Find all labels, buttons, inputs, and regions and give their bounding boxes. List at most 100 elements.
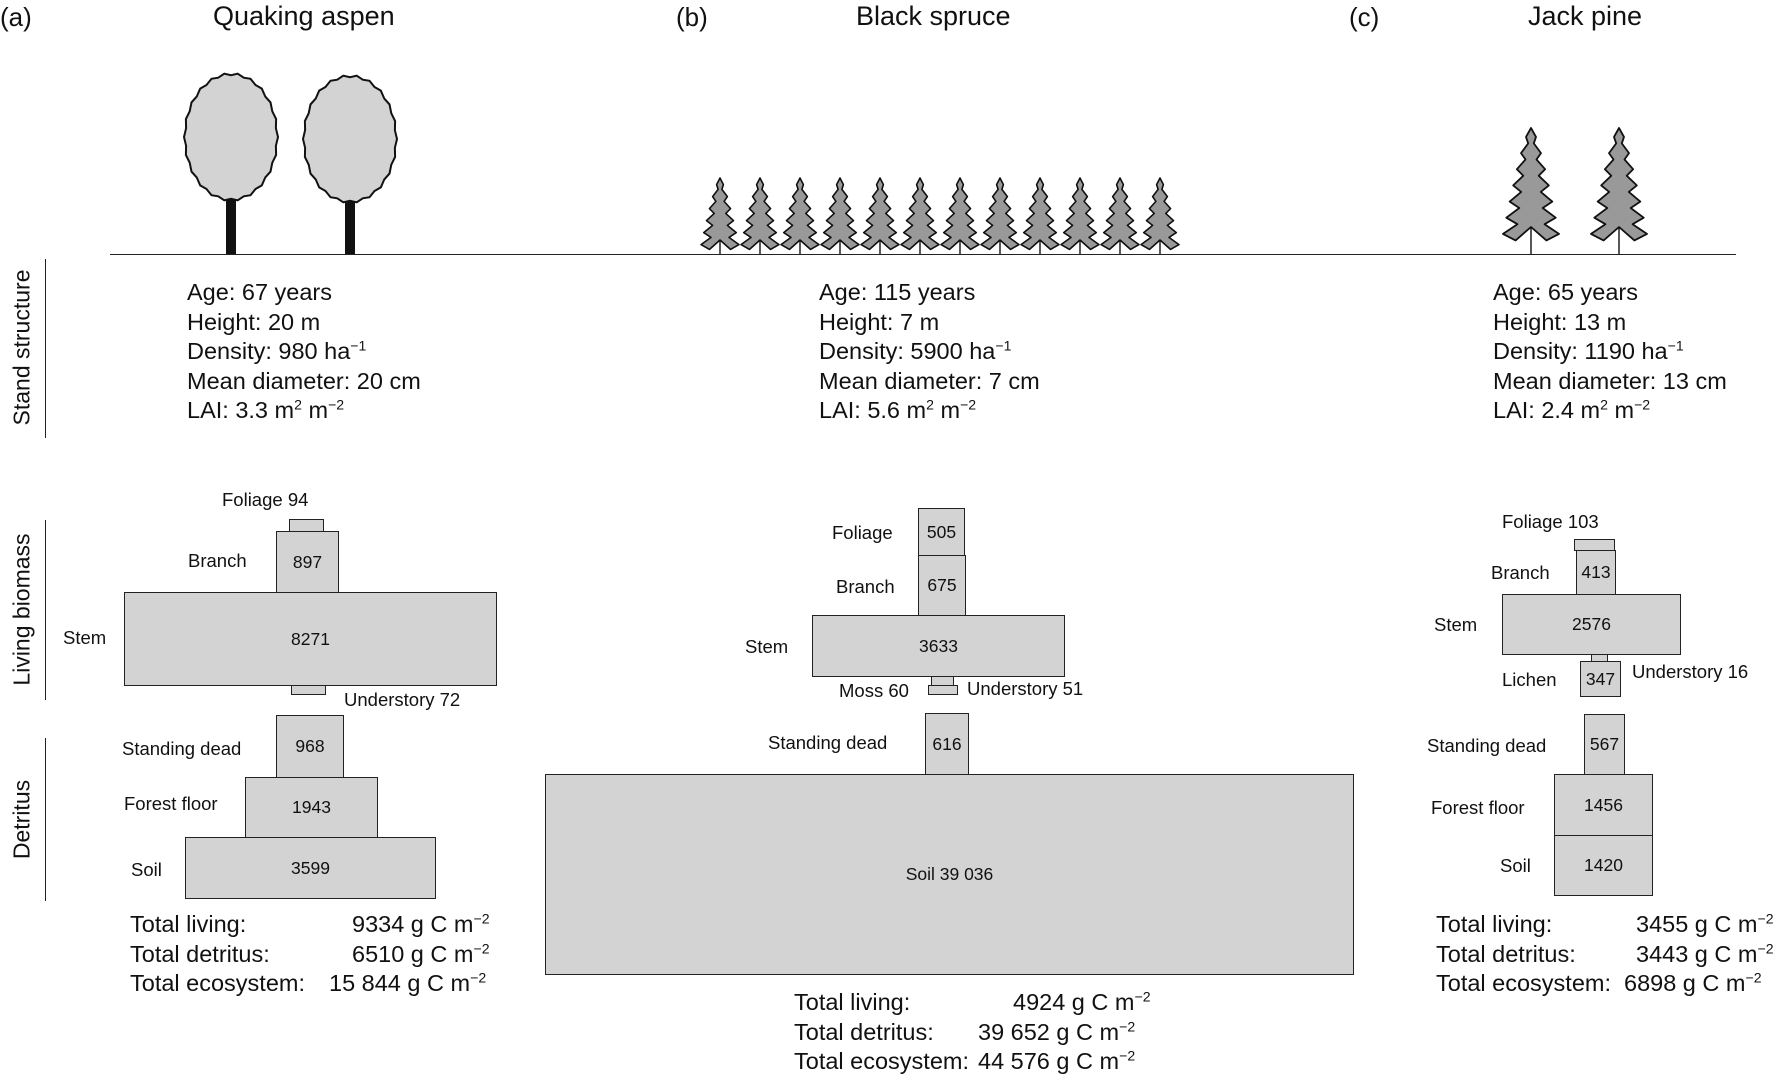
- stand-age: Age: 65 years: [1493, 279, 1639, 305]
- total-detritus-label: Total detritus:: [1436, 940, 1576, 967]
- conifer-tree-icon: [980, 177, 1020, 255]
- total-ecosystem-label: Total ecosystem:: [130, 970, 306, 996]
- stand-lai: LAI: 5.6 m2 m−2: [819, 396, 977, 423]
- stand-density: Density: 5900 ha−1: [819, 337, 1012, 364]
- spruce-trees: [700, 177, 1180, 255]
- soil-label-c: Soil: [1500, 855, 1531, 876]
- stand-diameter: Mean diameter: 20 cm: [187, 367, 421, 394]
- conifer-tree-icon: [1060, 177, 1100, 255]
- total-ecosystem-value: 15 844 g C m−2: [329, 969, 487, 996]
- total-living-label: Total living:: [1436, 911, 1553, 937]
- total-detritus-value: 39 652 g C m−2: [978, 1018, 1136, 1045]
- stem-label-a: Stem: [63, 627, 107, 648]
- conifer-tree-icon: [940, 177, 980, 255]
- conifer-tree-icon: [820, 177, 860, 255]
- stem-box-c: 2576: [1502, 594, 1681, 655]
- understory-box-a: [291, 685, 326, 695]
- understory-box-b: [928, 685, 958, 695]
- deciduous-tree-icon: [182, 72, 280, 255]
- branch-box-b: 675: [918, 555, 966, 616]
- standing-dead-label-a: Standing dead: [122, 738, 242, 759]
- stand-lai: LAI: 3.3 m2 m−2: [187, 396, 345, 423]
- standing-dead-box-a: 968: [276, 715, 344, 778]
- standing-dead-label-c: Standing dead: [1427, 735, 1547, 756]
- foliage-box-b: 505: [918, 508, 965, 556]
- stand-density: Density: 980 ha−1: [187, 337, 367, 364]
- panel-letter-c: (c): [1349, 2, 1380, 32]
- forest-floor-box-a: 1943: [245, 777, 378, 838]
- total-living-value: 3455 g C m−2: [1636, 910, 1774, 937]
- soil-box-a: 3599: [185, 837, 436, 899]
- forest-floor-label-a: Forest floor: [124, 793, 218, 814]
- branch-box-c: 413: [1576, 550, 1616, 595]
- soil-box-b: Soil 39 036: [545, 774, 1354, 975]
- branch-label-c: Branch: [1491, 562, 1550, 583]
- conifer-tree-icon: [740, 177, 780, 255]
- understory-label-c: Understory 16: [1632, 661, 1749, 682]
- panel-title-a: Quaking aspen: [213, 1, 395, 31]
- total-living-label: Total living:: [130, 911, 247, 937]
- stand-lai: LAI: 2.4 m2 m−2: [1493, 396, 1651, 423]
- pine-tree-icon: [1590, 127, 1648, 255]
- branch-box-a: 897: [276, 531, 339, 593]
- total-ecosystem-value: 6898 g C m−2: [1624, 969, 1762, 996]
- total-living-value: 9334 g C m−2: [352, 910, 490, 937]
- conifer-tree-icon: [1140, 177, 1180, 255]
- living-biomass-bracket: [45, 520, 46, 700]
- branch-label-b: Branch: [836, 576, 895, 597]
- stand-age: Age: 67 years: [187, 279, 333, 305]
- conifer-tree-icon: [700, 177, 740, 255]
- soil-box-c: 1420: [1554, 835, 1653, 896]
- panel-letter-a: (a): [0, 2, 32, 32]
- stand-structure-bracket: [45, 259, 46, 438]
- conifer-tree-icon: [860, 177, 900, 255]
- conifer-tree-icon: [1100, 177, 1140, 255]
- stand-structure-b: Age: 115 years Height: 7 m Density: 5900…: [819, 278, 1040, 426]
- conifer-tree-icon: [780, 177, 820, 255]
- totals-c: Total living: 3455 g C m−2 Total detritus…: [1436, 910, 1774, 999]
- total-detritus-value: 3443 g C m−2: [1636, 940, 1774, 967]
- panel-title-b: Black spruce: [856, 1, 1011, 31]
- foliage-label-b: Foliage: [832, 522, 893, 543]
- soil-label-a: Soil: [131, 859, 162, 880]
- stem-label-c: Stem: [1434, 614, 1478, 635]
- detritus-bracket: [45, 738, 46, 901]
- conifer-tree-icon: [1020, 177, 1060, 255]
- stand-structure-a: Age: 67 years Height: 20 m Density: 980 …: [187, 278, 421, 426]
- lichen-box-c: 347: [1580, 661, 1621, 697]
- stem-box-b: 3633: [812, 615, 1065, 677]
- totals-a: Total living: 9334 g C m−2 Total detritus…: [130, 910, 490, 999]
- stand-structure-c: Age: 65 years Height: 13 m Density: 1190…: [1493, 278, 1727, 426]
- total-detritus-label: Total detritus:: [794, 1018, 934, 1045]
- pine-tree-icon: [1502, 127, 1560, 255]
- stand-density: Density: 1190 ha−1: [1493, 337, 1684, 364]
- standing-dead-box-c: 567: [1584, 714, 1625, 775]
- total-ecosystem-label: Total ecosystem:: [794, 1048, 970, 1074]
- total-ecosystem-value: 44 576 g C m−2: [978, 1047, 1136, 1074]
- panel-title-c: Jack pine: [1528, 1, 1643, 31]
- stand-diameter: Mean diameter: 7 cm: [819, 367, 1040, 394]
- stand-height: Height: 13 m: [1493, 308, 1627, 335]
- total-detritus-label: Total detritus:: [130, 940, 270, 967]
- stem-box-a: 8271: [124, 592, 497, 686]
- standing-dead-label-b: Standing dead: [768, 732, 888, 753]
- stand-diameter: Mean diameter: 13 cm: [1493, 367, 1727, 394]
- stand-height: Height: 20 m: [187, 308, 321, 335]
- side-label-detritus: Detritus: [8, 779, 35, 860]
- total-ecosystem-label: Total ecosystem:: [1436, 970, 1612, 996]
- total-living-label: Total living:: [794, 989, 911, 1015]
- forest-floor-box-c: 1456: [1554, 774, 1653, 836]
- ground-line: [110, 254, 1736, 255]
- stand-age: Age: 115 years: [819, 279, 976, 305]
- foliage-label-c: Foliage 103: [1502, 511, 1599, 532]
- standing-dead-box-b: 616: [925, 713, 969, 775]
- side-label-stand: Stand structure: [8, 269, 35, 426]
- understory-label-a: Understory 72: [344, 689, 461, 710]
- lichen-label-c: Lichen: [1502, 669, 1557, 690]
- side-label-biomass: Living biomass: [8, 533, 35, 686]
- total-detritus-value: 6510 g C m−2: [352, 940, 490, 967]
- panel-letter-b: (b): [676, 2, 708, 32]
- branch-label-a: Branch: [188, 550, 247, 571]
